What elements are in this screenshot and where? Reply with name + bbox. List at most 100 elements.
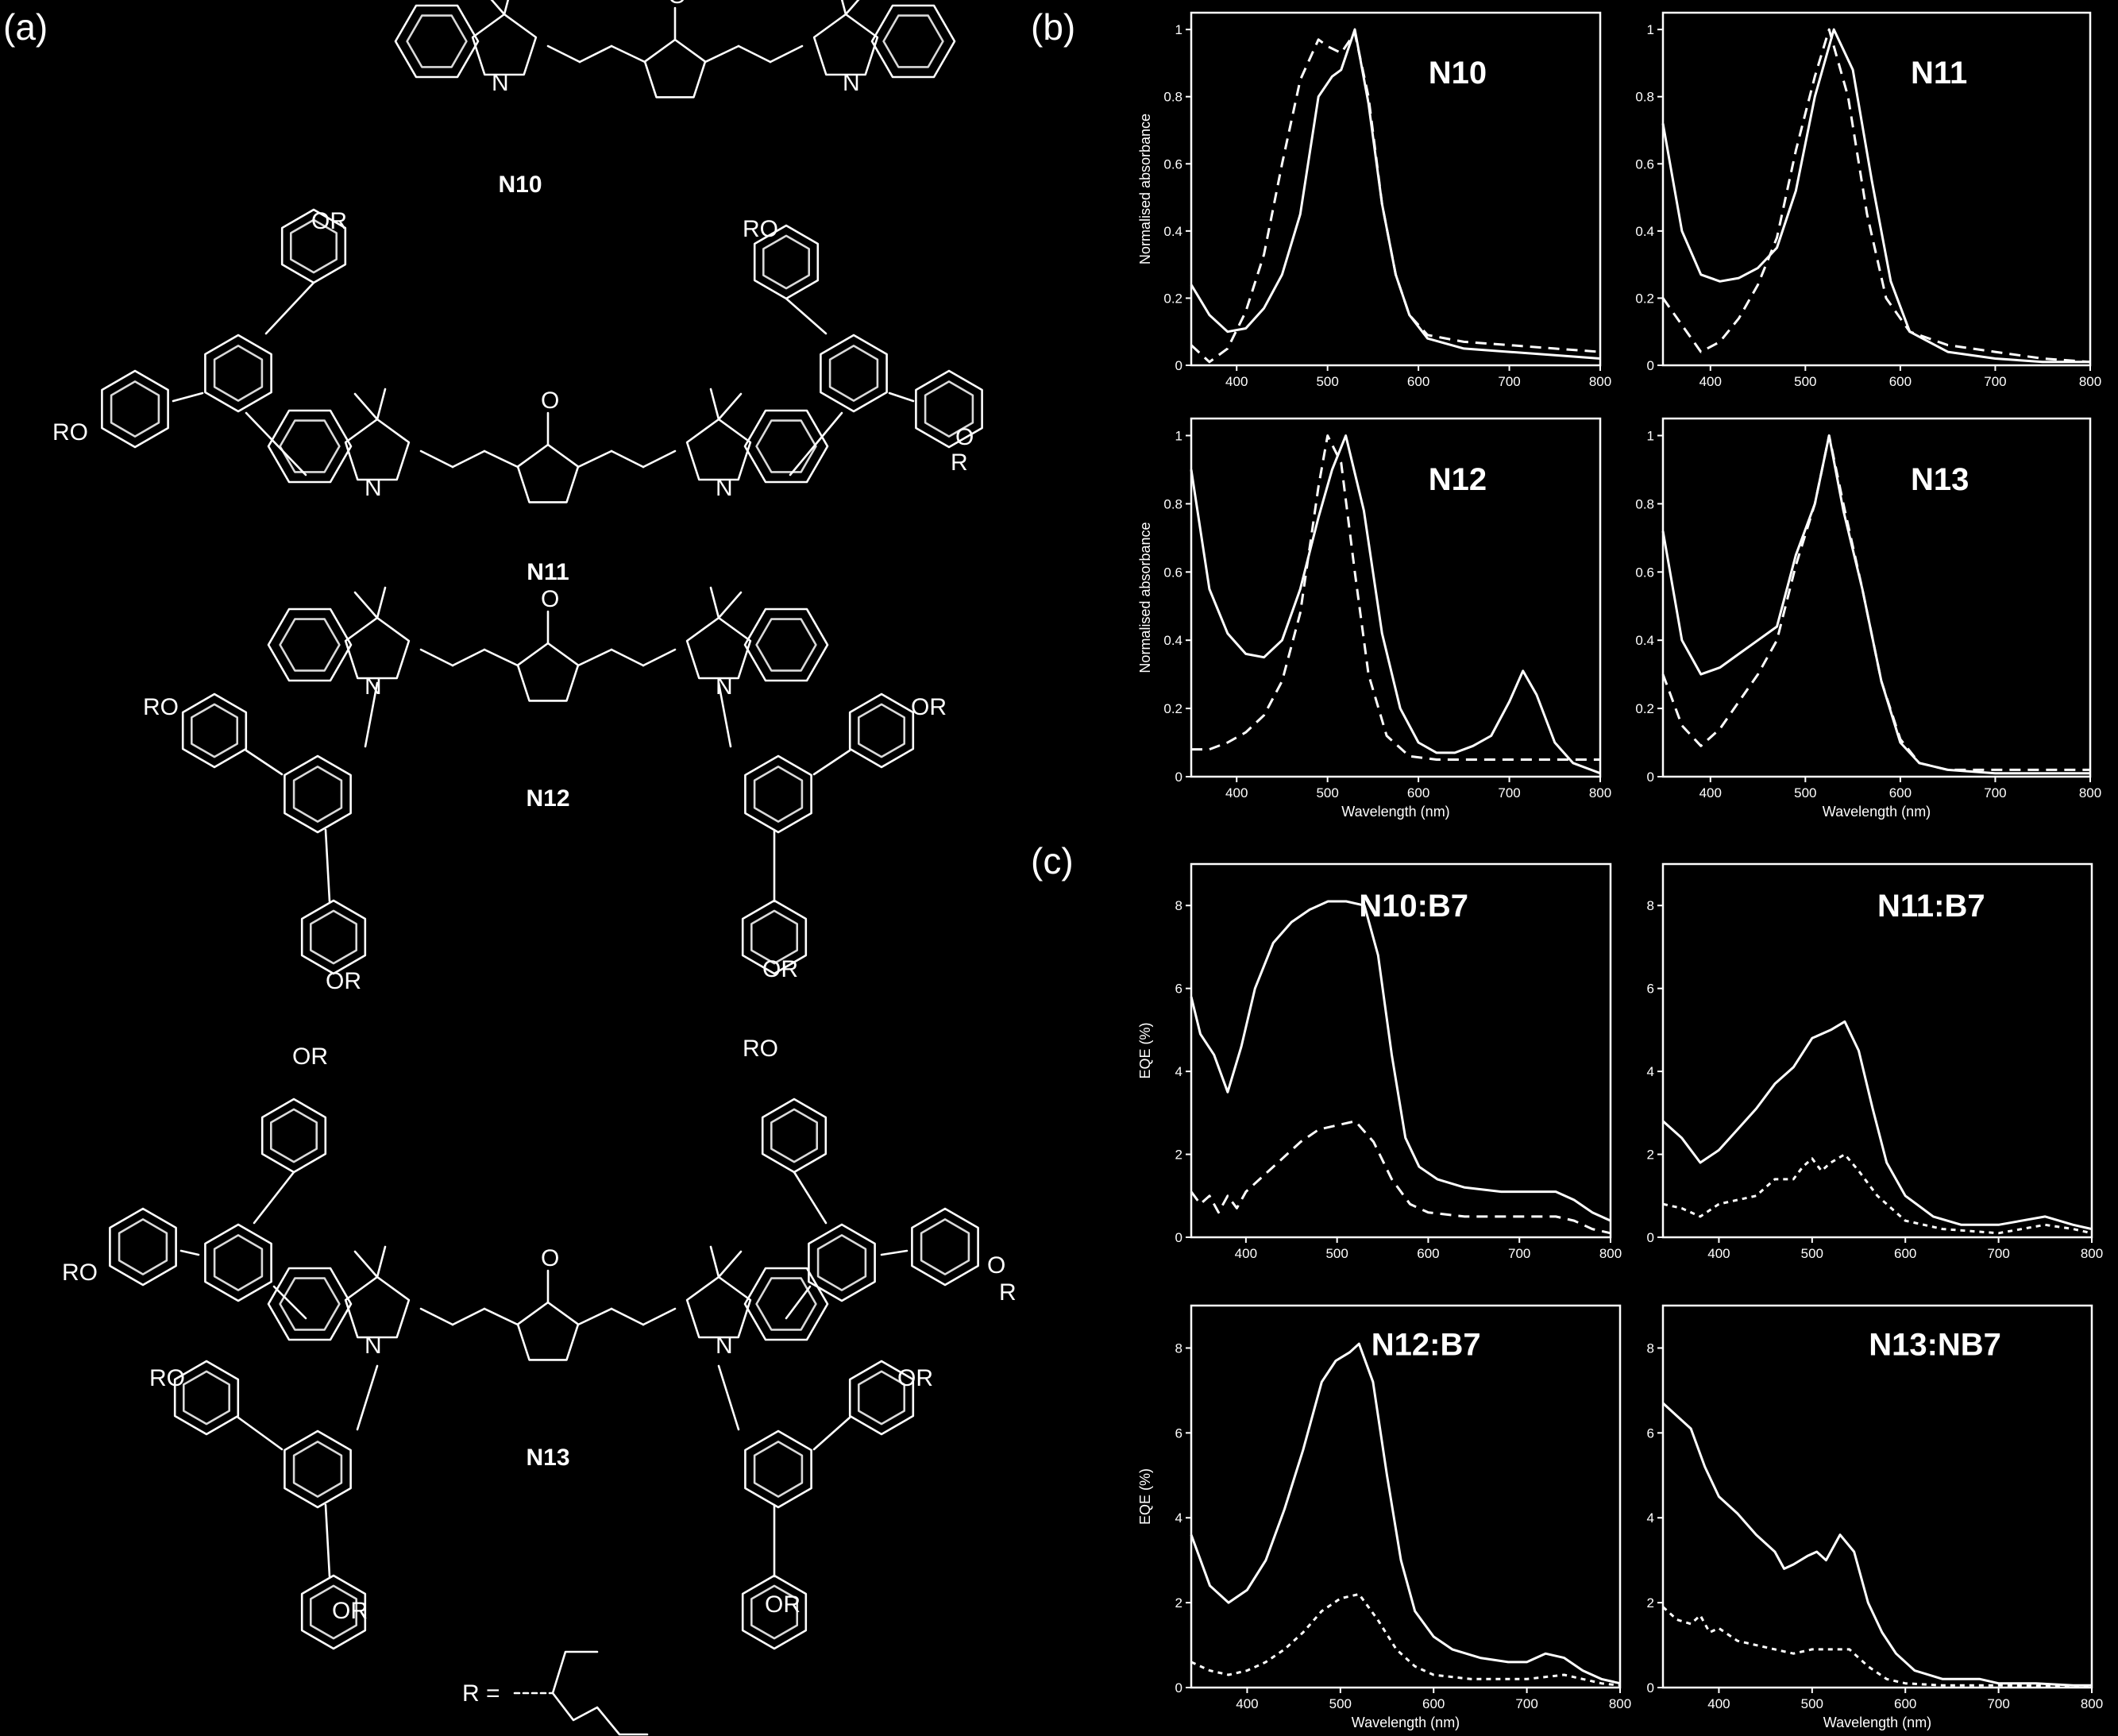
y-tick-label: 2 [1175, 1595, 1182, 1611]
x-tick-label: 800 [1589, 374, 1611, 389]
aromatic-inner-ring [755, 618, 817, 672]
y-tick-label: 0.8 [1163, 496, 1182, 511]
chain-bond [451, 449, 486, 469]
r-label: R [951, 449, 968, 476]
x-tick-label: 500 [1316, 785, 1338, 800]
molecule-label-n11: N11 [527, 559, 569, 585]
chain-bond [577, 449, 613, 469]
benzene-ring [911, 1207, 979, 1287]
aromatic-inner-ring [213, 1234, 264, 1291]
series-line-dashed [1661, 434, 2090, 771]
bond [172, 392, 204, 403]
x-tick-label: 600 [1417, 1246, 1439, 1261]
bond [245, 411, 307, 476]
bond [785, 297, 828, 335]
series-line-solid [1661, 28, 2090, 364]
x-tick-label: 600 [1889, 785, 1912, 800]
y-axis-label: EQE (%) [1137, 1468, 1153, 1525]
x-tick-label: 700 [1987, 1696, 2009, 1711]
x-tick-label: 400 [1699, 785, 1722, 800]
benzene-ring [915, 369, 983, 449]
indoline-ring [471, 13, 538, 76]
y-tick-label: 0 [1175, 1230, 1182, 1245]
series-line-solid [1661, 1402, 2092, 1687]
oxygen-atom: O [541, 1245, 559, 1271]
benzene-ring [848, 1360, 915, 1436]
bond [785, 1285, 812, 1320]
chain-bond [419, 648, 454, 667]
x-tick-label: 500 [1794, 785, 1816, 800]
chain-bond [610, 648, 645, 667]
benzene-ring [284, 1429, 352, 1509]
indoline-benzo-ring [743, 608, 829, 682]
bond [880, 1249, 909, 1256]
methyl-bond [353, 392, 379, 421]
x-tick-label: 600 [1894, 1696, 1916, 1711]
y-tick-label: 0.4 [1163, 224, 1182, 239]
chain-bond [483, 449, 519, 469]
y-tick-label: 8 [1175, 898, 1182, 913]
indoline-ring [344, 1275, 411, 1339]
aromatic-inner-ring [924, 380, 974, 438]
alkoxy-label: O [955, 424, 974, 450]
methyl-bond [376, 586, 387, 619]
benzene-ring [204, 334, 272, 413]
y-tick-label: 6 [1175, 982, 1182, 997]
x-tick-label: 800 [1599, 1246, 1622, 1261]
nitrogen-atom: N [492, 70, 509, 96]
chain-bond [483, 1307, 519, 1326]
molecule-label-n13: N13 [526, 1445, 569, 1471]
benzene-ring [204, 1223, 272, 1302]
nitrogen-atom: N [843, 70, 860, 96]
alkoxy-label: RO [149, 1365, 185, 1391]
aromatic-inner-ring [290, 218, 338, 274]
chart-title: N13:NB7 [1869, 1328, 2001, 1363]
indoline-benzo-ring [870, 4, 956, 79]
indoline-benzo-ring [267, 409, 353, 484]
bond [793, 1171, 828, 1225]
benzene-ring [848, 692, 915, 769]
indoline-ring [344, 418, 411, 481]
chemical-structures: ONNN10ONNORROROORN11ONNROORORORN12ONNORR… [52, 0, 1017, 1736]
bond [272, 1285, 307, 1320]
y-tick-label: 0.6 [1635, 156, 1654, 172]
aromatic-inner-ring [292, 1441, 343, 1498]
chart-title: N10:B7 [1359, 889, 1468, 924]
chain-bond [578, 44, 613, 64]
methyl-bond [503, 0, 510, 16]
y-tick-label: 1 [1175, 22, 1182, 37]
aromatic-inner-ring [828, 345, 879, 402]
chart-title: N12 [1429, 462, 1487, 497]
x-tick-label: 600 [1407, 374, 1429, 389]
series-line-dotted [1190, 1592, 1621, 1687]
benzene-ring [300, 1574, 367, 1650]
chain-bond [610, 44, 646, 64]
aromatic-inner-ring [770, 1108, 818, 1163]
benzene-ring [820, 334, 888, 413]
indoline-ring [685, 616, 752, 680]
indoline-ring [344, 616, 411, 680]
x-tick-label: 500 [1325, 1246, 1348, 1261]
cyclopentanone-ring [516, 443, 580, 503]
chain-bond [769, 44, 804, 64]
aromatic-inner-ring [858, 703, 905, 758]
r-label: R [999, 1279, 1017, 1306]
y-tick-label: 0 [1175, 770, 1182, 785]
alkoxy-label: RO [143, 694, 179, 720]
x-tick-label: 400 [1707, 1246, 1730, 1261]
alkoxy-label: OR [311, 208, 347, 234]
x-tick-label: 400 [1225, 785, 1248, 800]
bond [812, 749, 851, 776]
bond [264, 281, 315, 335]
plot-frame [1661, 417, 2092, 778]
benzene-ring [808, 1223, 876, 1302]
x-tick-label: 800 [2081, 1696, 2103, 1711]
cyclopentanone-ring [643, 38, 707, 98]
oxygen-atom: O [668, 0, 686, 9]
y-tick-label: 4 [1647, 1510, 1654, 1526]
chain-bond [451, 648, 486, 667]
cyclopentanone-ring [516, 1301, 580, 1361]
series-line-solid [1190, 1342, 1621, 1685]
